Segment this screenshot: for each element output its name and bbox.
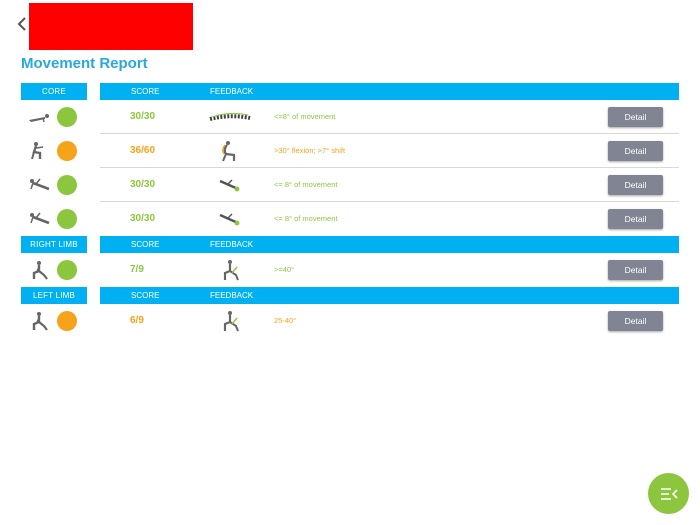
score-value: 30/30 [130, 213, 156, 224]
feedback-text: >=40° [274, 265, 295, 274]
feedback-text: <= 8° of movement [274, 214, 338, 223]
feedback-column-header: FEEDBACK [210, 291, 254, 300]
feedback-text: >30° flexion; >7° shift [274, 146, 346, 155]
section-label: CORE [21, 83, 87, 100]
back-button[interactable] [12, 14, 32, 34]
detail-button[interactable]: Detail [608, 141, 663, 161]
spine-icon [208, 106, 252, 128]
status-dot [57, 141, 77, 161]
page-title: Movement Report [21, 55, 148, 72]
side-plank-angle-icon [208, 208, 252, 230]
status-dot [57, 107, 77, 127]
lunge-figure-icon [27, 311, 51, 331]
report-row: 30/30 <= 8° of movement Detail [21, 202, 679, 236]
score-value: 30/30 [130, 179, 156, 190]
lunge-figure-icon [27, 260, 51, 280]
section-label: RIGHT LIMB [21, 236, 87, 253]
squat-spine-icon [208, 140, 252, 162]
chevron-left-icon [17, 17, 26, 31]
side-plank-angle-icon [208, 174, 252, 196]
feedback-column-header: FEEDBACK [210, 87, 254, 96]
status-dot [57, 260, 77, 280]
status-dot [57, 311, 77, 331]
plank-figure-icon [27, 107, 51, 127]
detail-button[interactable]: Detail [608, 107, 663, 127]
report-row: 30/30 <=8° of movement Detail [21, 100, 679, 134]
detail-button[interactable]: Detail [608, 175, 663, 195]
feedback-text: <=8° of movement [274, 112, 336, 121]
status-dot [57, 175, 77, 195]
score-column-header: SCORE [131, 240, 160, 249]
lunge-angle-icon [208, 259, 252, 281]
menu-collapse-icon [660, 487, 678, 500]
score-value: 6/9 [130, 315, 144, 326]
squat-figure-icon [27, 141, 51, 161]
report-row: 30/30 <= 8° of movement Detail [21, 168, 679, 202]
side-plank-figure-icon [27, 209, 51, 229]
lunge-angle-icon [208, 310, 252, 332]
section-label: LEFT LIMB [21, 287, 87, 304]
score-column-header: SCORE [131, 291, 160, 300]
report-row: 36/60 >30° flexion; >7° shift Detail [21, 134, 679, 168]
status-dot [57, 209, 77, 229]
detail-button[interactable]: Detail [608, 260, 663, 280]
section-header-bar: SCORE FEEDBACK [100, 83, 679, 100]
score-value: 7/9 [130, 264, 144, 275]
score-value: 36/60 [130, 145, 156, 156]
section-header: LEFT LIMB SCORE FEEDBACK [21, 287, 679, 304]
side-plank-figure-icon [27, 175, 51, 195]
section-header-bar: SCORE FEEDBACK [100, 287, 679, 304]
report-row: 7/9 >=40° Detail [21, 253, 679, 287]
feedback-text: <= 8° of movement [274, 180, 338, 189]
detail-button[interactable]: Detail [608, 209, 663, 229]
feedback-text: 25-40° [274, 316, 297, 325]
detail-button[interactable]: Detail [608, 311, 663, 331]
score-value: 30/30 [130, 111, 156, 122]
redacted-header-block [29, 3, 193, 50]
menu-fab-button[interactable] [648, 473, 689, 514]
section-header-bar: SCORE FEEDBACK [100, 236, 679, 253]
section-header: RIGHT LIMB SCORE FEEDBACK [21, 236, 679, 253]
report-row: 6/9 25-40° Detail [21, 304, 679, 338]
score-column-header: SCORE [131, 87, 160, 96]
feedback-column-header: FEEDBACK [210, 240, 254, 249]
section-header: CORE SCORE FEEDBACK [21, 83, 679, 100]
